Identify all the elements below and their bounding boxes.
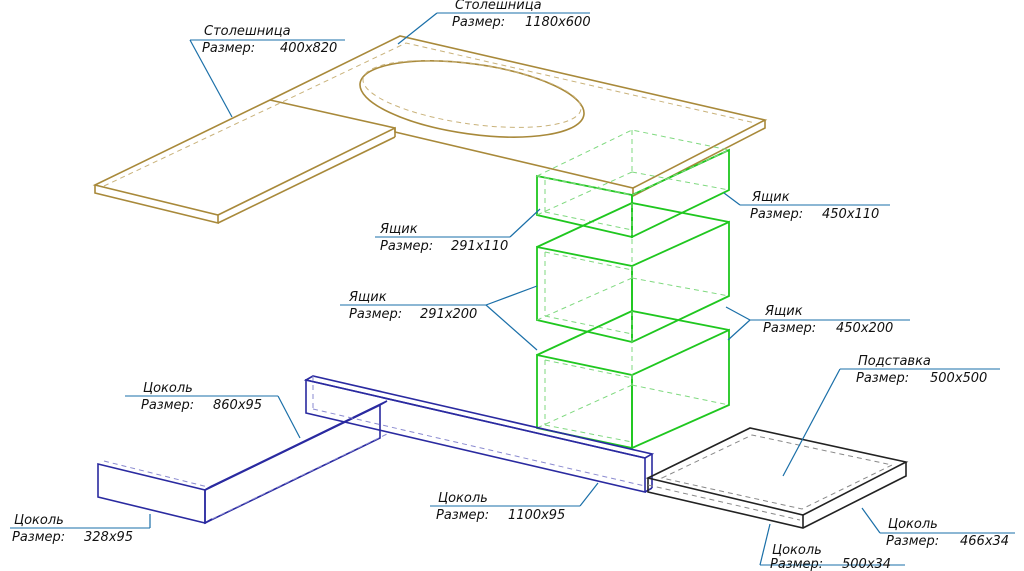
plinths xyxy=(97,375,655,525)
callout-size-label: Размер: xyxy=(349,307,402,322)
callout-size-label: Размер: xyxy=(12,530,65,545)
callout-countertop-small: Столешница Размер: 400x820 xyxy=(202,24,337,56)
callout-name: Ящик xyxy=(751,190,790,205)
callout-name: Ящик xyxy=(764,304,803,319)
callout-size-label: Размер: xyxy=(770,557,823,571)
callout-name: Цоколь xyxy=(772,543,822,558)
plinth-1100 xyxy=(303,375,655,494)
callout-size-label: Размер: xyxy=(452,15,505,30)
plinth-328 xyxy=(97,460,213,525)
callout-name: Столешница xyxy=(204,24,291,39)
callout-plinth-1100: Цоколь Размер: 1100x95 xyxy=(436,491,565,523)
callout-name: Ящик xyxy=(348,290,387,305)
countertop xyxy=(92,35,768,225)
callout-drawer-right-mid: Ящик Размер: 450x200 xyxy=(763,304,893,336)
sink-cutout-inner xyxy=(362,60,582,128)
callout-name: Ящик xyxy=(379,222,418,237)
countertop-seam-1 xyxy=(269,99,396,129)
countertop-hidden-edge xyxy=(103,42,756,187)
callout-name: Цоколь xyxy=(143,381,193,396)
plinth-860 xyxy=(204,400,388,525)
callout-labels: Столешница Размер: 400x820 Столешница Ра… xyxy=(12,0,1009,571)
callout-plinth-466: Цоколь Размер: 466x34 xyxy=(886,517,1009,549)
callout-stand: Подставка Размер: 500x500 xyxy=(856,354,987,386)
callout-size: 328x95 xyxy=(84,530,133,545)
callout-size: 1180x600 xyxy=(525,15,591,30)
callout-size: 450x110 xyxy=(822,207,879,222)
callout-name: Цоколь xyxy=(888,517,938,532)
drawer-top xyxy=(535,129,731,239)
callout-drawer-left-mid: Ящик Размер: 291x200 xyxy=(348,290,477,322)
drawer-bottom xyxy=(536,310,730,450)
callout-countertop-large: Столешница Размер: 1180x600 xyxy=(452,0,591,30)
callout-size-label: Размер: xyxy=(856,371,909,386)
countertop-edge-left xyxy=(94,185,219,225)
callout-size-label: Размер: xyxy=(380,239,433,254)
callout-name: Цоколь xyxy=(438,491,488,506)
callout-size: 1100x95 xyxy=(508,508,565,523)
callout-name: Цоколь xyxy=(14,513,64,528)
sink-cutout xyxy=(359,60,585,138)
callout-size: 291x110 xyxy=(451,239,508,254)
callout-plinth-500: Цоколь Размер: 500x34 xyxy=(770,543,891,571)
callout-drawer-left-top: Ящик Размер: 291x110 xyxy=(379,222,508,254)
callout-size: 291x200 xyxy=(420,307,477,322)
callout-size: 466x34 xyxy=(960,534,1009,549)
callout-leaders xyxy=(10,12,1015,566)
callout-size-label: Размер: xyxy=(763,321,816,336)
callout-size-label: Размер: xyxy=(886,534,939,549)
callout-drawer-right-top: Ящик Размер: 450x110 xyxy=(750,190,879,222)
callout-size-label: Размер: xyxy=(750,207,803,222)
drawer-middle xyxy=(536,202,730,344)
callout-name: Столешница xyxy=(455,0,542,13)
callout-size: 400x820 xyxy=(280,41,337,56)
countertop-edge-front xyxy=(217,136,396,224)
callout-size: 860x95 xyxy=(213,398,262,413)
callout-size-label: Размер: xyxy=(436,508,489,523)
callout-size: 500x500 xyxy=(930,371,987,386)
callout-size: 450x200 xyxy=(836,321,893,336)
callout-size: 500x34 xyxy=(842,557,891,571)
stand xyxy=(645,427,909,529)
drawer-stack xyxy=(535,129,731,450)
callout-name: Подставка xyxy=(858,354,931,369)
callout-plinth-328: Цоколь Размер: 328x95 xyxy=(12,513,133,545)
countertop-edge-right xyxy=(632,120,766,198)
countertop-outline xyxy=(92,35,768,216)
callout-size-label: Размер: xyxy=(141,398,194,413)
callout-size-label: Размер: xyxy=(202,41,255,56)
callout-plinth-860: Цоколь Размер: 860x95 xyxy=(141,381,262,413)
